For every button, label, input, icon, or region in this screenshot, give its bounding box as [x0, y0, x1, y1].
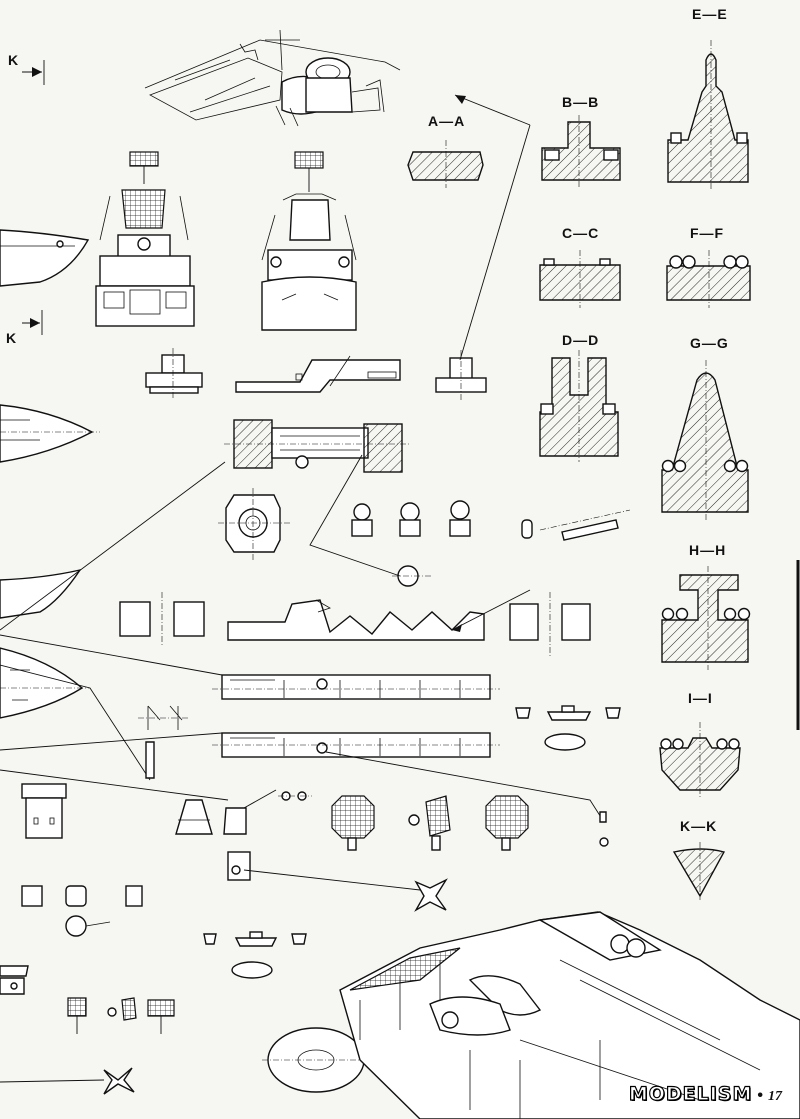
side-strip-part — [119, 589, 591, 656]
section-f-f — [666, 250, 751, 308]
section-k-k — [672, 842, 726, 900]
section-c-c — [539, 250, 621, 308]
section-label-c-c: C—C — [562, 225, 600, 241]
section-label-a-a: A—A — [428, 113, 466, 129]
section-label-i-i: I—I — [688, 690, 713, 706]
leader-to-perspective — [454, 94, 531, 361]
view-marker-k-top: K — [8, 52, 20, 68]
section-h-h — [661, 566, 751, 670]
hull-side-strip-upper — [212, 674, 500, 700]
radar-antennas — [331, 795, 609, 851]
hull-fragment-3 — [0, 568, 82, 619]
section-d-d — [539, 350, 619, 462]
section-label-g-g: G—G — [690, 335, 729, 351]
deckhouse-part-1 — [145, 348, 203, 400]
deckhouse-part-2 — [235, 355, 401, 393]
section-label-k-k: K—K — [680, 818, 718, 834]
view-k-marker-top — [22, 60, 45, 85]
small-radars-bottom — [0, 997, 175, 1095]
funnel-part — [21, 783, 67, 839]
section-label-d-d: D—D — [562, 332, 600, 348]
hull-side-strip-lower — [212, 732, 500, 758]
footer-separator: • — [757, 1087, 763, 1104]
hull-fragment-2 — [0, 404, 100, 463]
hull-fragment-4 — [0, 647, 90, 719]
gun-turret-plan — [224, 419, 410, 473]
section-label-e-e: E—E — [692, 6, 728, 22]
small-fittings-row — [351, 500, 631, 587]
section-g-g — [661, 360, 749, 520]
view-marker-k-bottom: K — [6, 330, 18, 346]
section-b-b — [541, 115, 621, 188]
section-label-b-b: B—B — [562, 94, 600, 110]
boats-row — [515, 705, 621, 751]
page-footer: MODELISM • 17 — [628, 1082, 782, 1105]
superstructure-front-view-right — [261, 151, 357, 331]
view-k-marker-bottom — [22, 310, 43, 335]
page-number: 17 — [768, 1089, 782, 1104]
section-label-h-h: H—H — [689, 542, 727, 558]
magazine-brand: MODELISM — [628, 1082, 753, 1105]
pyramid-parts — [175, 789, 312, 835]
section-i-i — [659, 722, 741, 798]
lamp-and-bird-parts — [227, 851, 448, 912]
boats-row-2 — [203, 931, 307, 979]
leaders-middle — [0, 454, 401, 631]
superstructure-front-view-left — [95, 151, 195, 327]
crane-davits — [138, 705, 190, 779]
deckhouse-part-3 — [435, 350, 487, 400]
section-label-f-f: F—F — [690, 225, 725, 241]
superstructure-perspective — [262, 911, 800, 1119]
bridge-perspective-sketch — [144, 29, 401, 127]
small-fittings-bottom-left — [0, 885, 143, 995]
turret-base-plan — [218, 488, 290, 560]
section-a-a — [407, 140, 484, 188]
section-e-e — [667, 40, 749, 190]
hull-fragment-1 — [0, 229, 90, 287]
